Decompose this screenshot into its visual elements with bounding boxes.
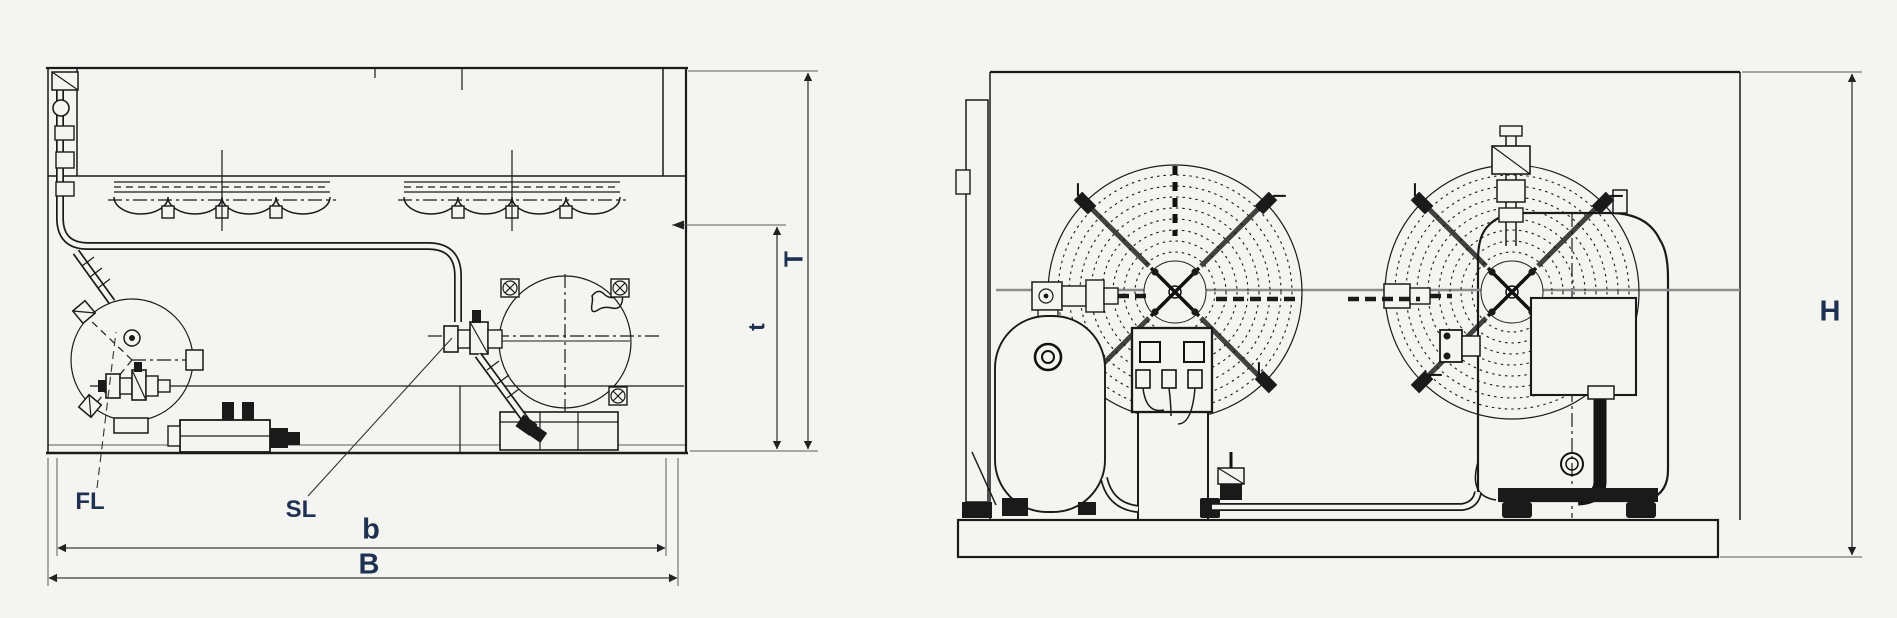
mounting-rail	[167, 402, 300, 453]
valve-to-compressor-tube	[474, 352, 548, 443]
condenser-coil-group-1	[108, 150, 336, 231]
terminal-box	[1529, 296, 1638, 397]
label-width-overall: B	[358, 548, 380, 581]
label-width-inner: b	[362, 513, 380, 546]
discharge-pipe	[1577, 396, 1607, 506]
receiver-vessel	[994, 315, 1106, 516]
leader-line-SL	[307, 337, 453, 497]
leader-line-FL	[96, 331, 117, 489]
receiver-end-view	[70, 298, 204, 434]
suction-line-shutoff-valve	[428, 310, 503, 355]
suction-pipe	[56, 74, 462, 322]
label-suction-line: SL	[285, 496, 317, 523]
label-depth-inner: t	[743, 323, 770, 331]
control-box	[1130, 326, 1220, 521]
base-piping	[1100, 329, 1482, 513]
front-view-dimensions	[1720, 71, 1862, 558]
oil-sight-glass	[1560, 452, 1584, 476]
fan-grille-right	[1348, 125, 1639, 419]
label-height-overall: H	[1819, 295, 1841, 328]
compressor-rail	[1498, 488, 1658, 502]
baseplate	[956, 518, 1720, 559]
compressor-front-details	[1474, 296, 1658, 518]
liquid-line-fittings	[51, 71, 79, 197]
mount-flange-bolts	[500, 278, 630, 406]
condenser-coil-group-2	[398, 150, 626, 231]
fan-motor-end-view	[445, 274, 662, 451]
t-reference-arrow	[672, 220, 684, 230]
condenser-to-receiver-tube	[72, 249, 116, 305]
top-view-dimensions	[47, 70, 818, 586]
liquid-line-shutoff-valve	[98, 362, 171, 401]
label-liquid-line: FL	[75, 488, 105, 515]
condenser-end-panel	[955, 99, 997, 518]
fan-motor-mount-right	[1383, 283, 1452, 309]
label-depth-overall: T	[778, 251, 809, 267]
discharge-line-valve	[1491, 125, 1531, 246]
top-view-drawing	[46, 66, 688, 455]
front-view-drawing	[955, 70, 1741, 559]
